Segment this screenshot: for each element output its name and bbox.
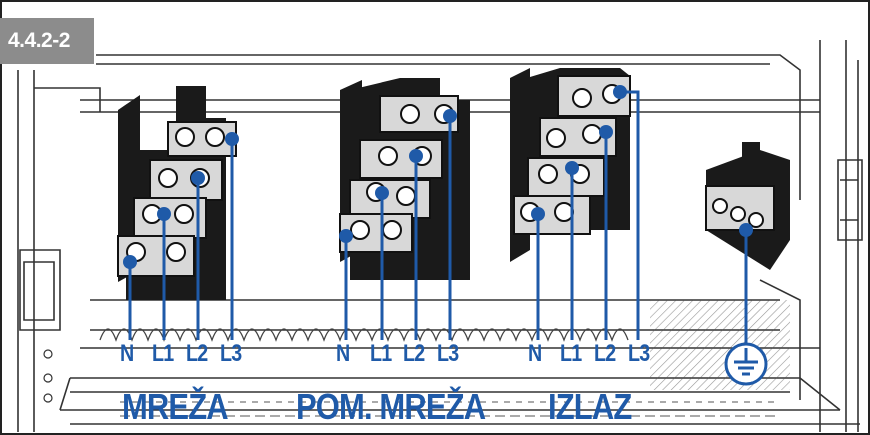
terminal-label-izlaz-n: N [528,340,542,367]
group-label-izlaz: IZLAZ [548,386,632,427]
terminal-label-mreza-l2: L2 [186,340,208,367]
terminal-strip [650,300,790,390]
terminal-label-izlaz-l3: L3 [628,340,650,367]
callout-dots [123,85,753,269]
busbar-group-mreza [117,86,237,300]
busbar-group-izlaz [510,68,631,262]
din-rail [99,328,629,342]
terminal-label-mreza-l3: L3 [220,340,242,367]
terminal-label-pom-mreza-l3: L3 [437,340,459,367]
cable-duct [120,401,780,417]
terminal-label-mreza-n: N [120,340,134,367]
terminal-label-mreza-l1: L1 [152,340,174,367]
group-label-mreza: MREŽA [122,386,229,427]
mounting-holes [43,349,53,403]
earth-ground-icon [724,342,768,386]
cabinet-body [17,40,863,432]
terminal-label-izlaz-l2: L2 [594,340,616,367]
terminal-label-pom-mreza-l1: L1 [370,340,392,367]
figure-number: 4.4.2-2 [0,18,94,64]
terminal-label-pom-mreza-l2: L2 [403,340,425,367]
group-label-pom-mreza: POM. MREŽA [296,386,486,427]
terminal-label-pom-mreza-n: N [336,340,350,367]
terminal-label-izlaz-l1: L1 [560,340,582,367]
